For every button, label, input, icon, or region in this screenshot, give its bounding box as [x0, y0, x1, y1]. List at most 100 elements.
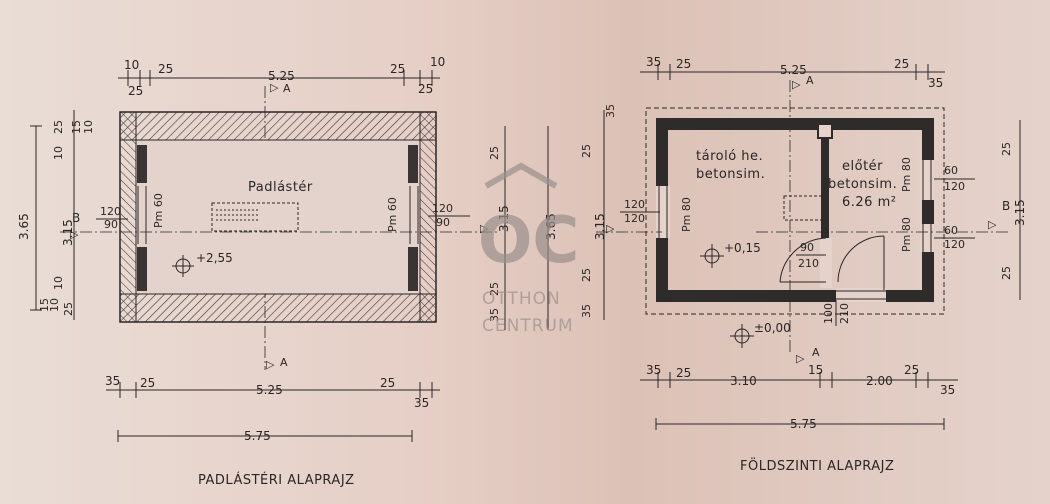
ground-room2-name: előtér: [842, 159, 883, 174]
attic-left-vert-b1: 10: [52, 276, 65, 290]
ground-left-vert-inner: 3.15: [593, 213, 607, 240]
ground-top-dim-left-b: 25: [676, 57, 691, 71]
ground-left-vert-b2: 35: [580, 304, 593, 318]
attic-right-section-symbol: ▷: [480, 222, 489, 235]
attic-section-mark-top: A: [283, 82, 291, 95]
attic-bottom-dim-left-a: 35: [105, 374, 120, 388]
ground-bottom-dim-mid-a: 3.10: [730, 374, 757, 388]
ground-top-dim-right-a: 25: [894, 57, 909, 71]
ground-right-vertical-dimension: 3.15 25 25: [1000, 120, 1027, 300]
attic-stair-opening: [211, 202, 299, 232]
ground-section-mark-top: A: [806, 74, 814, 87]
attic-left-vert-b2: 15: [38, 298, 51, 312]
attic-bottom-dim-right-a: 25: [380, 376, 395, 390]
ground-bottom-dimension: 35 25 3.10 15 2.00 25 35 5.75: [640, 363, 958, 431]
attic-room-label: Padlástér: [248, 180, 313, 195]
ground-window-right1-c: Pm 80: [900, 157, 913, 192]
attic-bottom-dim-total: 5.25: [256, 383, 283, 397]
attic-window-left-b: 90: [104, 218, 118, 231]
ground-section-mark-bottom-symbol: ▷: [796, 352, 805, 365]
ground-left-vert-t2: 35: [604, 104, 617, 118]
ground-chimney: [817, 123, 833, 139]
attic-plan: 10 25 25 5.25 25 10 25 ▷ A: [17, 55, 558, 488]
attic-right-vert-total: 3.65: [544, 213, 558, 240]
watermark: OC OTTHON CENTRUM: [478, 162, 579, 336]
ground-overall-dim: 5.75: [790, 417, 817, 431]
ground-bottom-dim-right-b: 35: [940, 383, 955, 397]
attic-level: +2,55: [196, 251, 233, 265]
ground-window-left-b: 120: [624, 212, 645, 225]
ground-top-dim-total: 5.25: [780, 63, 807, 77]
ground-door-inner-a: 90: [800, 241, 814, 254]
attic-top-dim-left-a: 10: [124, 58, 139, 72]
attic-left-vert-t1: 25: [52, 120, 65, 134]
ground-left-vert-t1: 25: [580, 144, 593, 158]
attic-window-left-c: Pm 60: [152, 193, 165, 228]
ground-level-inside: +0,15: [724, 241, 761, 255]
attic-right-vert-b2: 35: [488, 308, 501, 322]
attic-right-vert-b1: 25: [488, 282, 501, 296]
attic-left-vert-t2: 15: [70, 120, 83, 134]
watermark-line1: OTTHON: [482, 289, 561, 309]
attic-wall-bottom: [119, 293, 437, 323]
attic-top-dimension: 10 25 25 5.25 25 10 25: [118, 55, 445, 98]
ground-section-mark-bottom: A: [812, 346, 820, 359]
attic-section-mark-top-symbol: ▷: [270, 81, 279, 94]
attic-top-dim-right-a: 25: [390, 62, 405, 76]
ground-door-outer-b: 210: [838, 303, 851, 324]
attic-bottom-dim-right-b: 35: [414, 396, 429, 410]
ground-top-dim-left-a: 35: [646, 55, 661, 69]
ground-top-dim-right-b: 35: [928, 76, 943, 90]
ground-level-outside: ±0,00: [754, 321, 791, 335]
attic-section-mark-bottom: A: [280, 356, 288, 369]
ground-bottom-dim-left-b: 25: [676, 366, 691, 380]
ground-top-dimension: 35 25 5.25 25 35: [640, 55, 945, 90]
ground-right-vert-t: 25: [1000, 142, 1013, 156]
attic-left-vert-t4: 10: [52, 146, 65, 160]
ground-room1-floor: betonsim.: [696, 167, 765, 182]
attic-title: PADLÁSTÉRI ALAPRAJZ: [198, 472, 355, 488]
attic-window-right-a: 120: [432, 202, 453, 215]
ground-door-outer-a: 100: [822, 303, 835, 324]
attic-left-vert-total: 3.65: [17, 213, 31, 240]
attic-wall-top: [119, 111, 437, 141]
attic-top-dim-right-c: 25: [418, 82, 433, 96]
ground-window-right2-a: 60: [944, 224, 958, 237]
attic-window-right-b: 90: [436, 216, 450, 229]
ground-room2-floor: betonsim.: [828, 177, 897, 192]
attic-left-vert-t3: 10: [82, 120, 95, 134]
attic-left-vert-b3: 10: [48, 298, 61, 312]
attic-right-vertical-dimension: 3.15 3.65 25 25 35: [488, 126, 558, 330]
attic-top-dim-left-c: 25: [128, 84, 143, 98]
attic-window-left-a: 120: [100, 205, 121, 218]
ground-right-vert-inner: 3.15: [1013, 199, 1027, 226]
ground-section-mark-top-symbol: ▷: [792, 78, 801, 91]
attic-right-vert-t: 25: [488, 146, 501, 160]
ground-title: FÖLDSZINTI ALAPRAJZ: [740, 457, 894, 474]
ground-window-right1-a: 60: [944, 164, 958, 177]
attic-top-dim-right-b: 10: [430, 55, 445, 69]
ground-bottom-dim-left-a: 35: [646, 363, 661, 377]
ground-section-mark-side: B: [1002, 199, 1010, 213]
ground-window-left-c: Pm 80: [680, 197, 693, 232]
attic-section-mark-side: B: [72, 211, 80, 225]
watermark-logo: OC: [478, 204, 579, 278]
ground-room1-name: tároló he.: [696, 149, 763, 164]
attic-section-mark-side-symbol: ▷: [70, 228, 79, 241]
ground-eaves-outline: [645, 107, 945, 315]
ground-door-inner-b: 210: [798, 257, 819, 270]
ground-room2-area: 6.26 m²: [842, 195, 896, 210]
ground-window-right1-b: 120: [944, 180, 965, 193]
attic-overall-dim: 5.75: [244, 429, 271, 443]
ground-left-vertical-dimension: 3.15 25 35 25 35: [580, 104, 617, 320]
ground-left-vert-b1: 25: [580, 268, 593, 282]
attic-top-dim-left-b: 25: [158, 62, 173, 76]
ground-bottom-dim-mid-c: 2.00: [866, 374, 893, 388]
attic-left-vert-inner: 3.15: [61, 219, 75, 246]
attic-right-vert-inner: 3.15: [497, 205, 511, 232]
attic-window-right-c: Pm 60: [386, 197, 399, 232]
ground-plan: 35 25 5.25 25 35 ▷ A: [580, 55, 1027, 474]
ground-left-section-symbol: ▷: [606, 222, 615, 235]
ground-bottom-dim-mid-b: 15: [808, 363, 823, 377]
